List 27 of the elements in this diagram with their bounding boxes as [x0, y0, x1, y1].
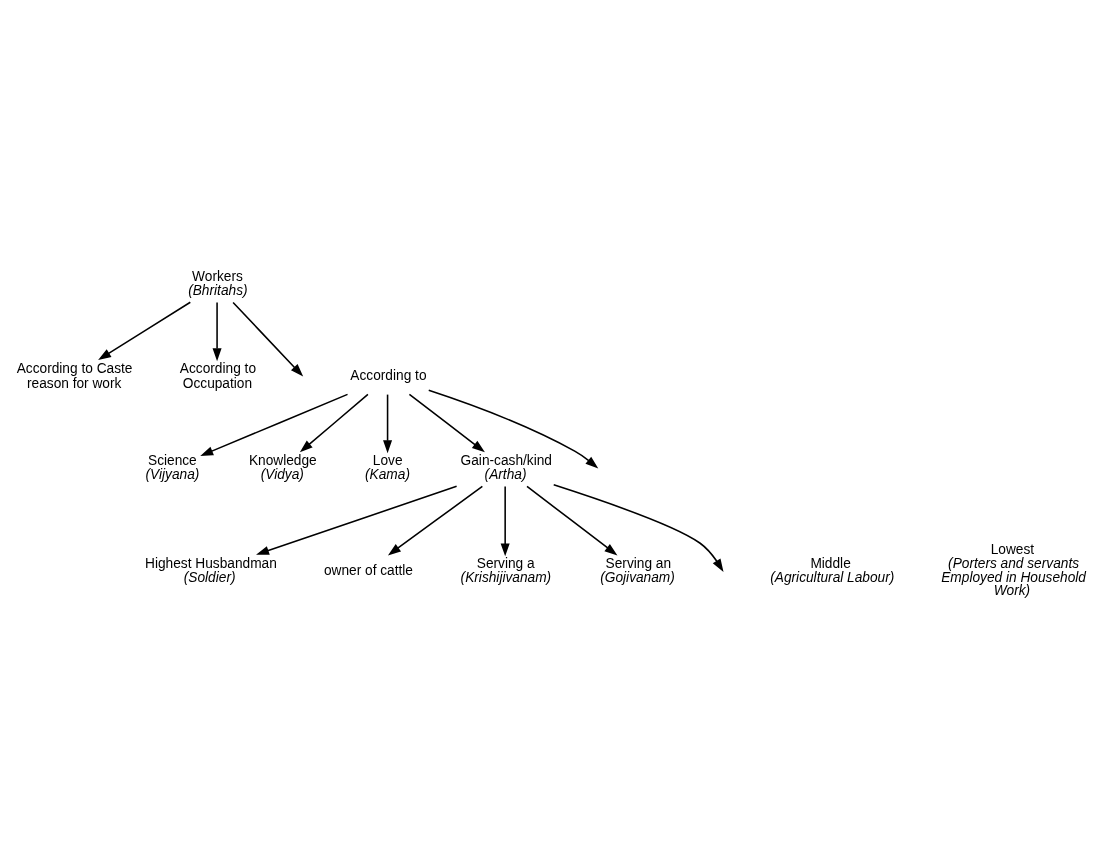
arrow	[256, 485, 458, 555]
node-text: Knowledge (Vidya)	[248, 452, 317, 482]
arrow	[526, 485, 618, 555]
node-text: Lowest (Porters and servants Employed in Household Work)	[941, 541, 1086, 598]
node-text: According to Occupation	[179, 360, 257, 391]
arrow	[383, 393, 393, 453]
node-text: Workers (Bhritahs)	[188, 268, 248, 298]
node-text: Serving a (Krishijivanam)	[460, 555, 552, 585]
arrow	[212, 301, 222, 361]
arrow	[552, 483, 724, 572]
arrow	[427, 389, 599, 469]
node-text: Love (Kama)	[365, 452, 410, 482]
node-text: Highest Husbandman (Soldier)	[145, 555, 277, 585]
node-text: Serving an (Gojivanam)	[600, 555, 675, 585]
node-text: According to Caste reason for work	[16, 360, 133, 391]
node-text: Gain-cash/kind (Artha)	[460, 452, 552, 482]
arrow	[232, 301, 304, 377]
arrow	[299, 393, 369, 452]
arrow	[500, 485, 510, 556]
node-text: Middle (Agricultural Labour)	[770, 555, 895, 585]
arrow	[98, 301, 192, 360]
node-text: According to	[350, 367, 427, 383]
arrow	[408, 393, 485, 452]
node-text: Science (Vijyana)	[145, 452, 200, 482]
arrow	[200, 393, 349, 456]
node-text: owner of cattle	[323, 562, 414, 578]
arrow	[387, 485, 484, 555]
